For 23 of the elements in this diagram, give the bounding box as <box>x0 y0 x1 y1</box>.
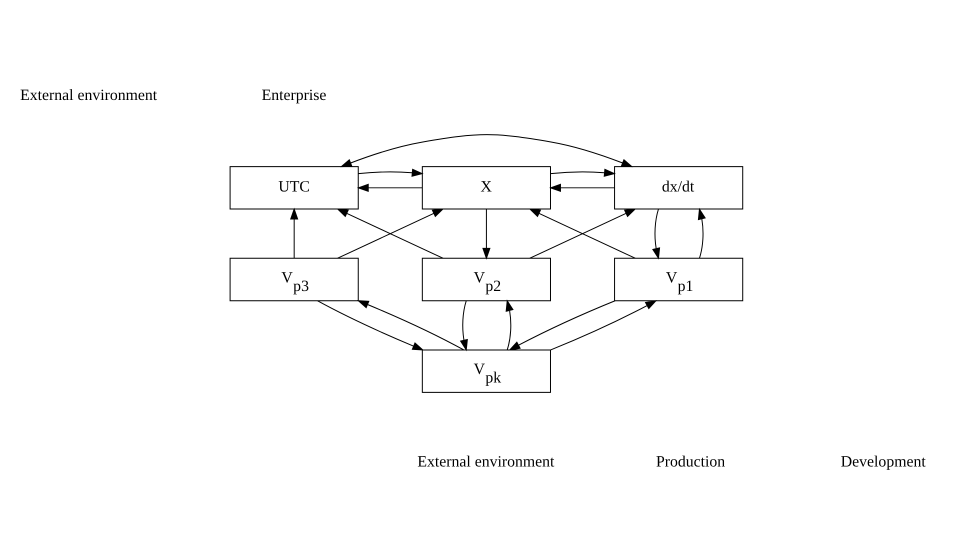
arrow <box>550 300 658 350</box>
node-box: X <box>422 166 551 209</box>
arrow <box>358 168 424 176</box>
label: Development <box>840 453 926 470</box>
label: External environment <box>417 453 554 470</box>
arrow <box>652 208 660 260</box>
node-box: UTC <box>230 166 359 209</box>
arrow <box>698 207 706 258</box>
arrow <box>356 300 464 350</box>
label: Enterprise <box>262 86 326 104</box>
arrow <box>460 300 468 351</box>
arrow <box>340 134 634 167</box>
arrow <box>508 300 616 350</box>
label: Production <box>656 453 726 470</box>
arrow <box>506 298 514 350</box>
arrow <box>550 168 616 176</box>
node-box: dx/dt <box>614 166 744 209</box>
arrow <box>482 208 491 260</box>
arrow <box>356 183 423 192</box>
arrow <box>549 183 615 192</box>
arrow <box>290 207 298 258</box>
arrow <box>317 300 424 350</box>
label: External environment <box>20 86 158 104</box>
